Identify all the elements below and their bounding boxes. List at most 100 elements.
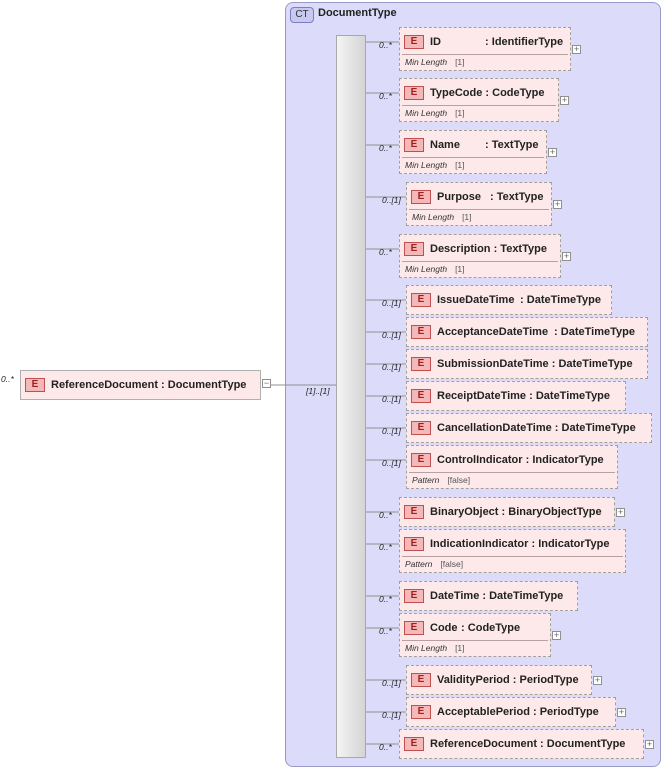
- type-separator: :: [551, 422, 562, 434]
- expand-icon[interactable]: +: [617, 707, 626, 717]
- element-cardinality: 0..[1]: [382, 394, 401, 404]
- element-badge: E: [411, 453, 431, 467]
- element-badge: E: [404, 621, 424, 635]
- type-separator: :: [509, 674, 520, 686]
- element-name: AcceptanceDateTime: [437, 326, 549, 338]
- expand-icon[interactable]: +: [548, 147, 557, 157]
- element-badge: E: [404, 505, 424, 519]
- facet-value: [1]: [455, 643, 465, 653]
- expand-icon[interactable]: +: [572, 44, 581, 54]
- element-cardinality: 0..[1]: [382, 458, 401, 468]
- element-badge: E: [404, 589, 424, 603]
- root-collapse-icon[interactable]: −: [262, 378, 271, 388]
- type-separator: :: [529, 706, 540, 718]
- facet-row: Min Length[1]: [405, 108, 465, 118]
- element-badge: E: [404, 737, 424, 751]
- element-label: ReferenceDocument : DocumentType: [430, 738, 625, 750]
- element-type: DateTimeType: [535, 390, 611, 402]
- element-label: Description : TextType: [430, 243, 547, 255]
- element-name: CancellationDateTime: [437, 422, 552, 434]
- element-badge: E: [404, 86, 424, 100]
- element-type: DocumentType: [546, 738, 626, 750]
- element-type: PeriodType: [519, 674, 579, 686]
- element-badge: E: [411, 389, 431, 403]
- element-badge: E: [25, 378, 45, 392]
- expand-icon[interactable]: +: [552, 630, 561, 640]
- facet-divider: [402, 105, 556, 106]
- element-cardinality: 0..*: [379, 542, 392, 552]
- element-type: DateTimeType: [561, 422, 636, 434]
- element-badge: E: [411, 293, 431, 307]
- type-separator: :: [482, 36, 492, 48]
- type-separator: :: [548, 358, 559, 370]
- expand-icon[interactable]: +: [616, 507, 625, 517]
- element-date-time[interactable]: E DateTime : DateTimeType: [399, 581, 578, 611]
- element-label: ValidityPeriod : PeriodType: [437, 674, 579, 686]
- element-label: BinaryObject : BinaryObjectType: [430, 506, 602, 518]
- expand-icon[interactable]: +: [562, 251, 571, 261]
- facet-divider: [402, 157, 544, 158]
- element-reference-document[interactable]: E ReferenceDocument : DocumentType: [399, 729, 644, 759]
- element-name: ControlIndicator: [437, 454, 523, 466]
- type-separator: :: [490, 243, 501, 255]
- facet-divider: [409, 472, 615, 473]
- expand-icon[interactable]: +: [593, 675, 602, 685]
- element-cardinality: 0..[1]: [382, 710, 401, 720]
- element-name: ID: [430, 36, 441, 48]
- facet-value: [1]: [462, 212, 472, 222]
- facet-value: [false]: [447, 475, 471, 485]
- facet-row: Min Length[1]: [412, 212, 472, 222]
- type-separator: :: [528, 538, 539, 550]
- element-label: ID : IdentifierType: [430, 36, 563, 48]
- type-separator: :: [498, 506, 509, 518]
- type-separator: :: [482, 87, 493, 99]
- type-separator: :: [487, 191, 497, 203]
- element-name: BinaryObject: [430, 506, 499, 518]
- root-element[interactable]: E ReferenceDocument : DocumentType: [20, 370, 261, 400]
- element-cardinality: 0..*: [379, 247, 392, 257]
- root-cardinality: 0..*: [1, 374, 14, 384]
- element-issue-date-time[interactable]: E IssueDateTime : DateTimeType: [406, 285, 612, 315]
- complex-type-badge: CT: [290, 7, 314, 23]
- element-label: IssueDateTime : DateTimeType: [437, 294, 601, 306]
- element-name: Code: [430, 622, 458, 634]
- element-label: DateTime : DateTimeType: [430, 590, 563, 602]
- element-type: DateTimeType: [560, 326, 635, 338]
- expand-icon[interactable]: +: [553, 199, 562, 209]
- element-badge: E: [404, 242, 424, 256]
- element-type: CodeType: [492, 87, 545, 99]
- element-label: Purpose : TextType: [437, 191, 543, 203]
- facet-label: Min Length: [405, 160, 448, 170]
- element-badge: E: [411, 705, 431, 719]
- root-element-label: ReferenceDocument : DocumentType: [51, 379, 247, 391]
- facet-label: Pattern: [412, 475, 440, 485]
- facet-value: [1]: [455, 57, 465, 67]
- element-type: DateTimeType: [526, 294, 601, 306]
- element-badge: E: [411, 190, 431, 204]
- expand-icon[interactable]: +: [560, 95, 569, 105]
- sequence-compositor[interactable]: [336, 35, 366, 758]
- facet-row: Pattern [false]: [412, 475, 470, 485]
- element-type: CodeType: [467, 622, 521, 634]
- element-binary-object[interactable]: E BinaryObject : BinaryObjectType: [399, 497, 615, 527]
- facet-label: Min Length: [405, 57, 448, 67]
- element-cardinality: 0..[1]: [382, 195, 401, 205]
- element-badge: E: [404, 537, 424, 551]
- element-name: IndicationIndicator: [430, 538, 529, 550]
- expand-icon[interactable]: +: [645, 739, 654, 749]
- element-name: IssueDateTime: [437, 294, 515, 306]
